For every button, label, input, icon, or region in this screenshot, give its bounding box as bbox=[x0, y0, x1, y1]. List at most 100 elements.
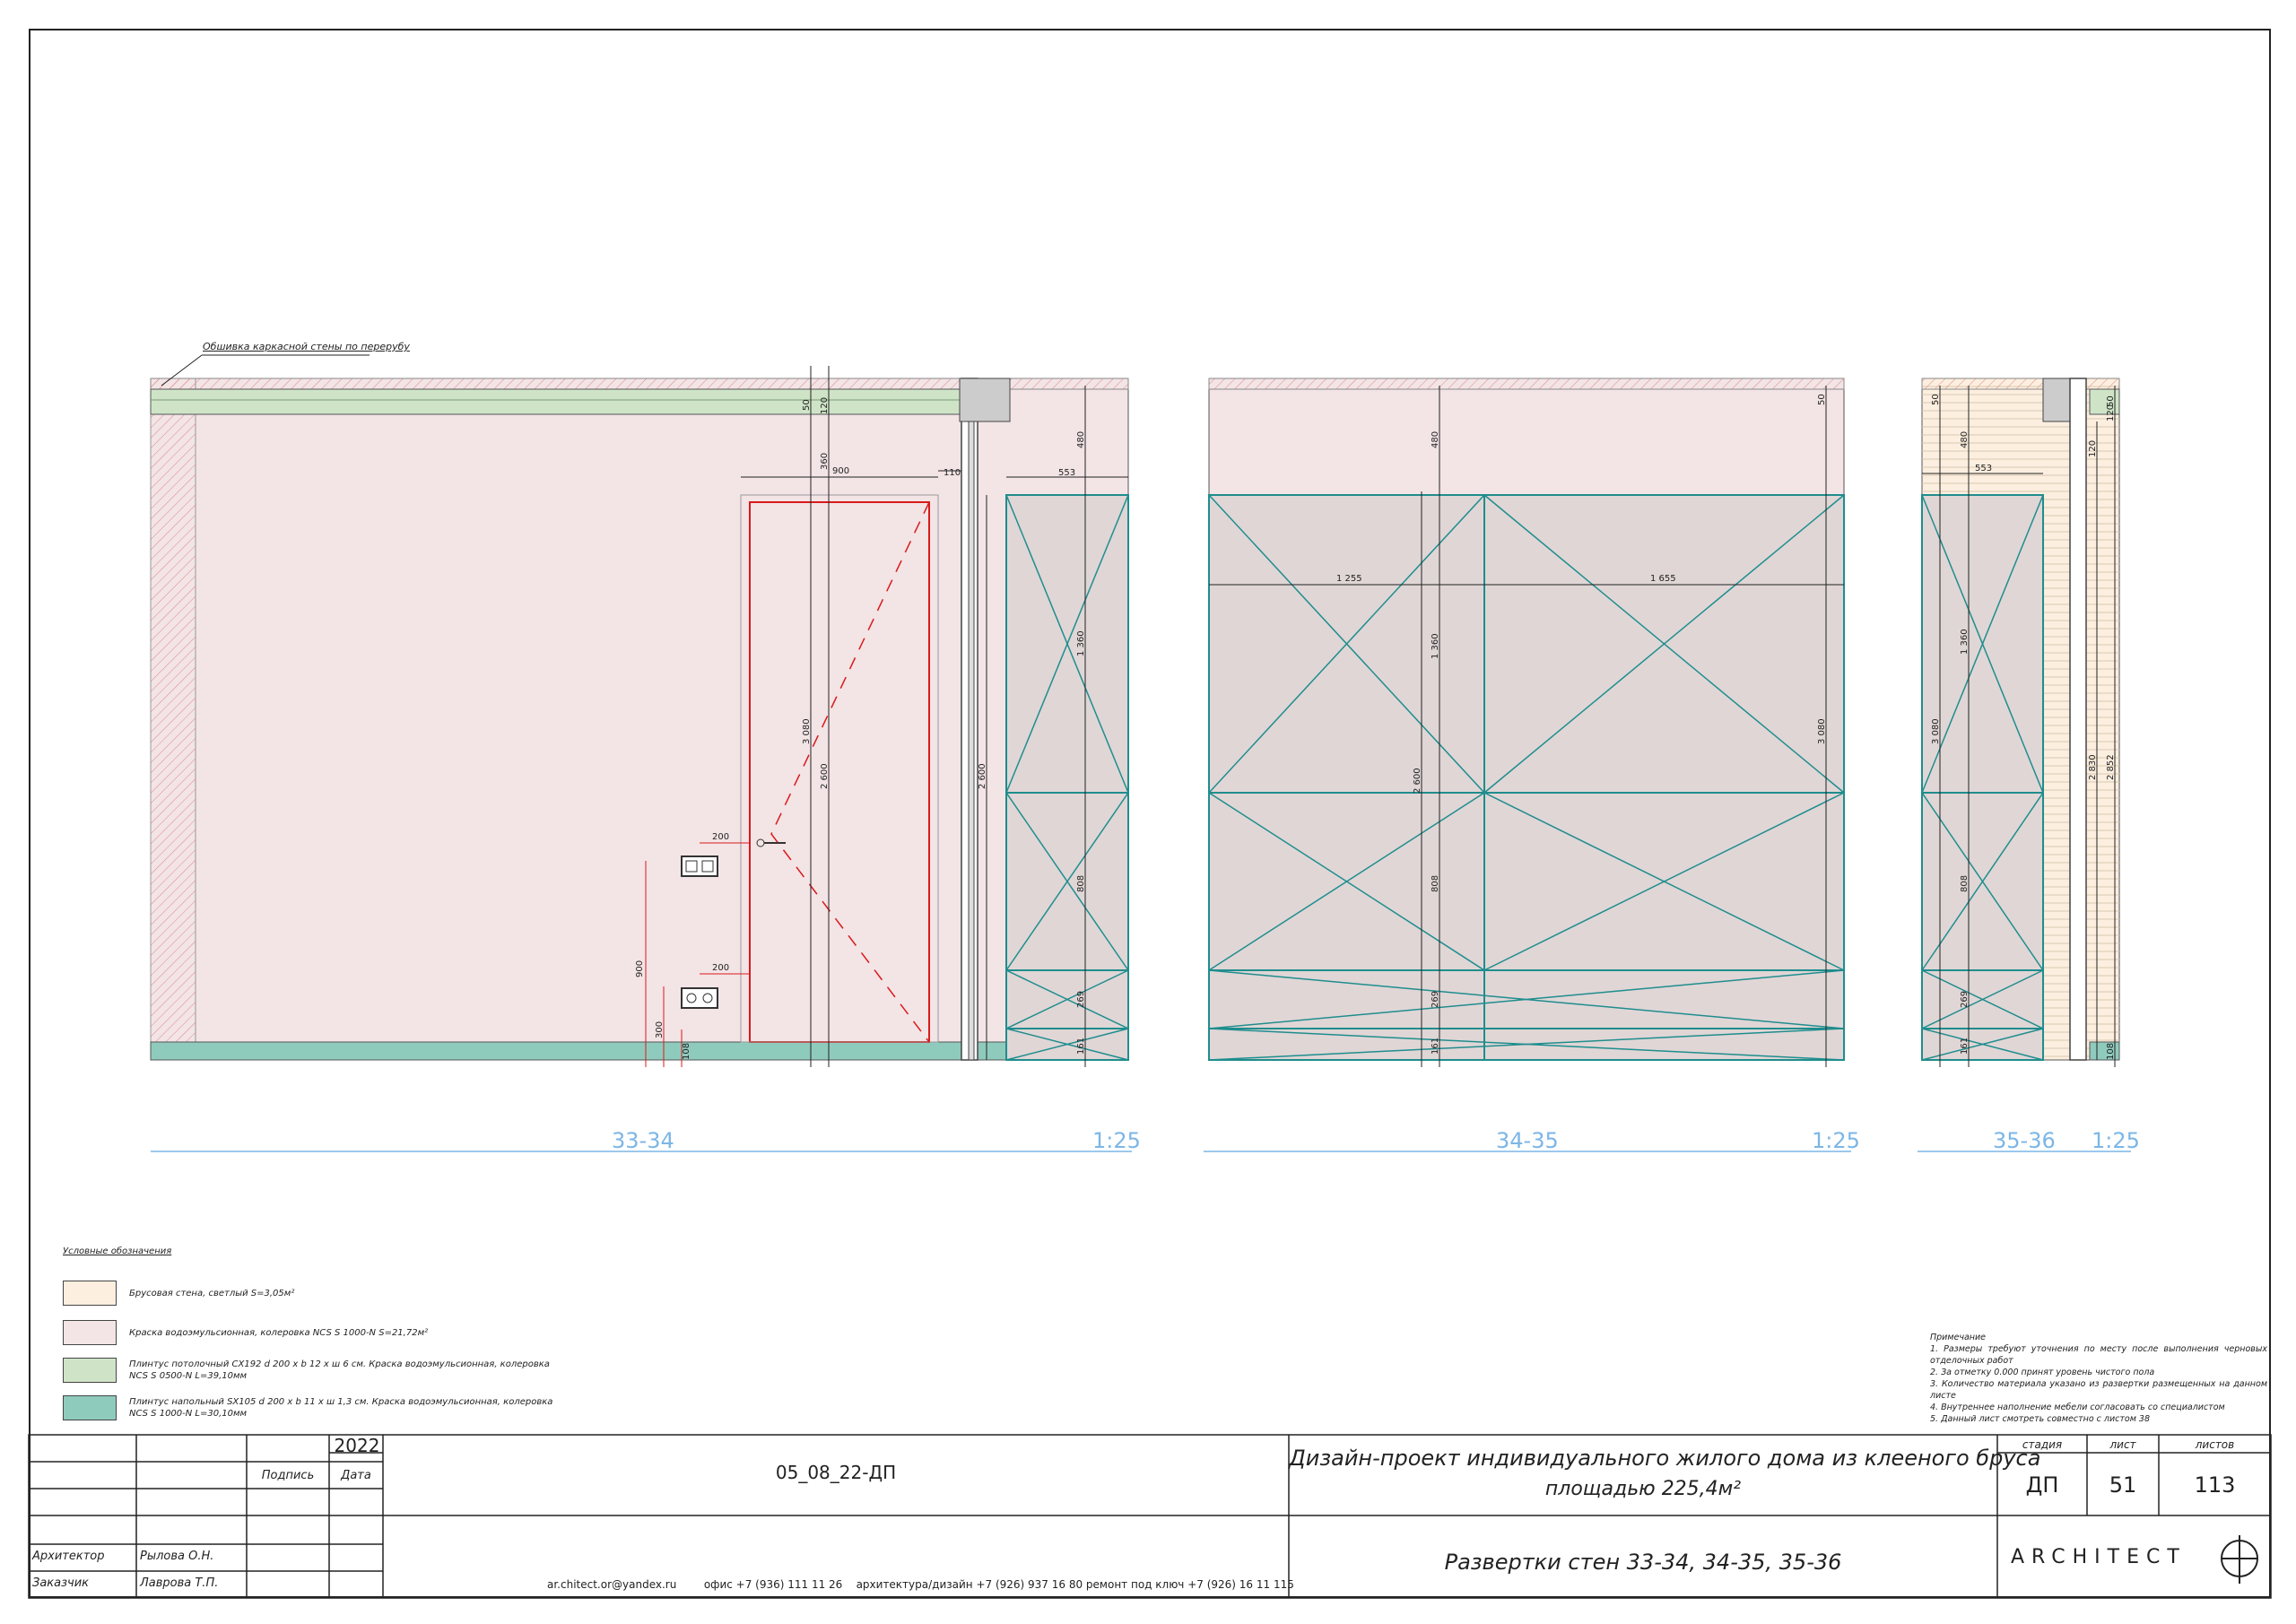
dim-50b: 50 bbox=[2106, 395, 2116, 407]
dim-2830: 2 830 bbox=[2088, 754, 2098, 780]
architect-logo-icon bbox=[2221, 1535, 2258, 1584]
legend-text: Плинтус потолочный CX192 d 200 x b 12 x … bbox=[129, 1359, 550, 1381]
dim-3080: 3 080 bbox=[802, 718, 812, 744]
dim-2600b: 2 600 bbox=[978, 763, 987, 789]
legend-swatch-paint bbox=[63, 1320, 117, 1345]
tb-sheet: 51 bbox=[2109, 1472, 2137, 1498]
tb-contacts: ar.chitect.or@yandex.ru офис +7 (936) 11… bbox=[547, 1578, 1294, 1591]
tb-stage: ДП bbox=[2025, 1472, 2059, 1498]
dim-3080: 3 080 bbox=[1931, 718, 1941, 744]
dim-110: 110 bbox=[944, 468, 961, 478]
dim-2600: 2 600 bbox=[1413, 768, 1422, 794]
tb-year: 2022 bbox=[334, 1435, 380, 1456]
dim-120: 120 bbox=[2088, 440, 2098, 457]
tb-date-label: Дата bbox=[341, 1469, 371, 1482]
tb-sheet-label: лист bbox=[2109, 1438, 2136, 1451]
elevation-34-35: 480 50 1 255 1 655 1 360 3 080 2 600 808… bbox=[1208, 378, 1845, 1067]
ceiling-molding bbox=[150, 388, 968, 415]
tb-name-architect: Рылова О.Н. bbox=[140, 1550, 214, 1563]
dim-1360: 1 360 bbox=[1076, 630, 1086, 656]
legend-swatch-timber bbox=[63, 1281, 117, 1306]
sheet-frame bbox=[29, 29, 2271, 1598]
dim-1255: 1 255 bbox=[1336, 574, 1362, 584]
dim-2600: 2 600 bbox=[820, 763, 830, 789]
door-frame bbox=[740, 494, 939, 1043]
notes-block: Примечание 1. Размеры требуют уточнения … bbox=[1930, 1332, 2267, 1425]
dim-553: 553 bbox=[1975, 464, 1992, 473]
dim-300: 300 bbox=[655, 1021, 665, 1038]
dim-108: 108 bbox=[682, 1043, 691, 1060]
wardrobe-large bbox=[1208, 494, 1845, 1061]
dim-1360: 1 360 bbox=[1960, 629, 1970, 655]
door-leaf bbox=[749, 501, 930, 1043]
dim-161: 161 bbox=[1076, 1038, 1086, 1055]
dim-120: 120 bbox=[820, 397, 830, 414]
legend-text: Плинтус напольный SX105 d 200 x b 11 x ш… bbox=[129, 1397, 553, 1419]
dim-553: 553 bbox=[1058, 468, 1075, 478]
view-scale-34-35: 1:25 bbox=[1812, 1128, 1860, 1153]
tb-role-client: Заказчик bbox=[32, 1576, 90, 1590]
dim-480: 480 bbox=[1431, 431, 1440, 448]
note-line: 3. Количество материала указано из разве… bbox=[1930, 1379, 2267, 1401]
tb-sign-label: Подпись bbox=[261, 1469, 315, 1482]
tb-sheets-label: листов bbox=[2195, 1438, 2235, 1451]
ceiling-section bbox=[1208, 378, 1845, 390]
dim-269: 269 bbox=[1076, 991, 1086, 1008]
view-title-33-34: 33-34 bbox=[612, 1128, 674, 1153]
dim-900-vertical: 900 bbox=[635, 960, 645, 977]
tb-sheets: 113 bbox=[2194, 1472, 2236, 1498]
dim-50: 50 bbox=[1931, 394, 1941, 405]
dim-200-socket: 200 bbox=[712, 963, 729, 973]
dim-480: 480 bbox=[1960, 431, 1970, 448]
dim-161: 161 bbox=[1960, 1038, 1970, 1055]
legend-item: Краска водоэмульсионная, колеровка NCS S… bbox=[63, 1320, 560, 1345]
dim-161: 161 bbox=[1431, 1038, 1440, 1055]
tb-project-area: площадью 225,4м² bbox=[1544, 1478, 1742, 1500]
view-scale-33-34: 1:25 bbox=[1092, 1128, 1141, 1153]
door-swing bbox=[770, 501, 930, 1043]
dim-1360: 1 360 bbox=[1431, 633, 1440, 659]
dim-269: 269 bbox=[1431, 991, 1440, 1008]
note-line: 1. Размеры требуют уточнения по месту по… bbox=[1930, 1344, 2267, 1366]
tb-project-title: Дизайн-проект индивидуального жилого дом… bbox=[1289, 1446, 2041, 1471]
legend-text: Краска водоэмульсионная, колеровка NCS S… bbox=[129, 1327, 429, 1338]
double-socket bbox=[681, 987, 718, 1009]
dim-808: 808 bbox=[1076, 875, 1086, 892]
ceiling-section bbox=[1921, 378, 2120, 390]
dim-1655: 1 655 bbox=[1650, 574, 1676, 584]
wall-section-hatch bbox=[150, 378, 196, 1043]
wall-column bbox=[2069, 378, 2087, 1061]
dim-120b: 120 bbox=[2106, 404, 2116, 421]
dim-50: 50 bbox=[1817, 394, 1827, 405]
note-line: 4. Внутреннее наполнение мебели согласов… bbox=[1930, 1403, 2225, 1412]
notes-title: Примечание bbox=[1930, 1333, 1987, 1342]
view-title-35-36: 35-36 bbox=[1993, 1128, 2056, 1153]
dim-480: 480 bbox=[1076, 431, 1086, 448]
elevation-35-36: 50 480 553 1 360 3 080 808 269 161 120 2… bbox=[1921, 378, 2120, 1067]
legend-swatch-ceiling-molding bbox=[63, 1358, 117, 1383]
dim-200-switch: 200 bbox=[712, 832, 729, 842]
legend-title: Условные обозначения bbox=[63, 1246, 172, 1256]
dim-900: 900 bbox=[832, 466, 849, 476]
dim-108: 108 bbox=[2106, 1043, 2116, 1060]
view-scale-35-36: 1:25 bbox=[2092, 1128, 2140, 1153]
note-line: 5. Данный лист смотреть совместно с лист… bbox=[1930, 1414, 2151, 1424]
tb-role-architect: Архитектор bbox=[32, 1550, 105, 1563]
wardrobe bbox=[1005, 494, 1129, 1061]
dim-50: 50 bbox=[802, 399, 812, 411]
timber-end bbox=[959, 378, 1011, 422]
legend-swatch-baseboard bbox=[63, 1395, 117, 1420]
dim-269: 269 bbox=[1960, 991, 1970, 1008]
tb-code: 05_08_22-ДП bbox=[775, 1462, 897, 1483]
tb-sheet-title: Развертки стен 33-34, 34-35, 35-36 bbox=[1444, 1550, 1842, 1575]
dim-360: 360 bbox=[820, 453, 830, 470]
tb-stage-label: стадия bbox=[2022, 1438, 2063, 1451]
legend-item: Плинтус напольный SX105 d 200 x b 11 x ш… bbox=[63, 1395, 560, 1420]
legend-item: Брусовая стена, светлый S=3,05м² bbox=[63, 1281, 560, 1306]
tb-logo-text: ARCHITECT bbox=[2011, 1546, 2187, 1568]
elevation-33-34: 50 120 360 900 110 553 480 3 080 2 600 2… bbox=[150, 354, 1129, 1067]
dim-808: 808 bbox=[1960, 875, 1970, 892]
legend-item: Плинтус потолочный CX192 d 200 x b 12 x … bbox=[63, 1358, 560, 1383]
